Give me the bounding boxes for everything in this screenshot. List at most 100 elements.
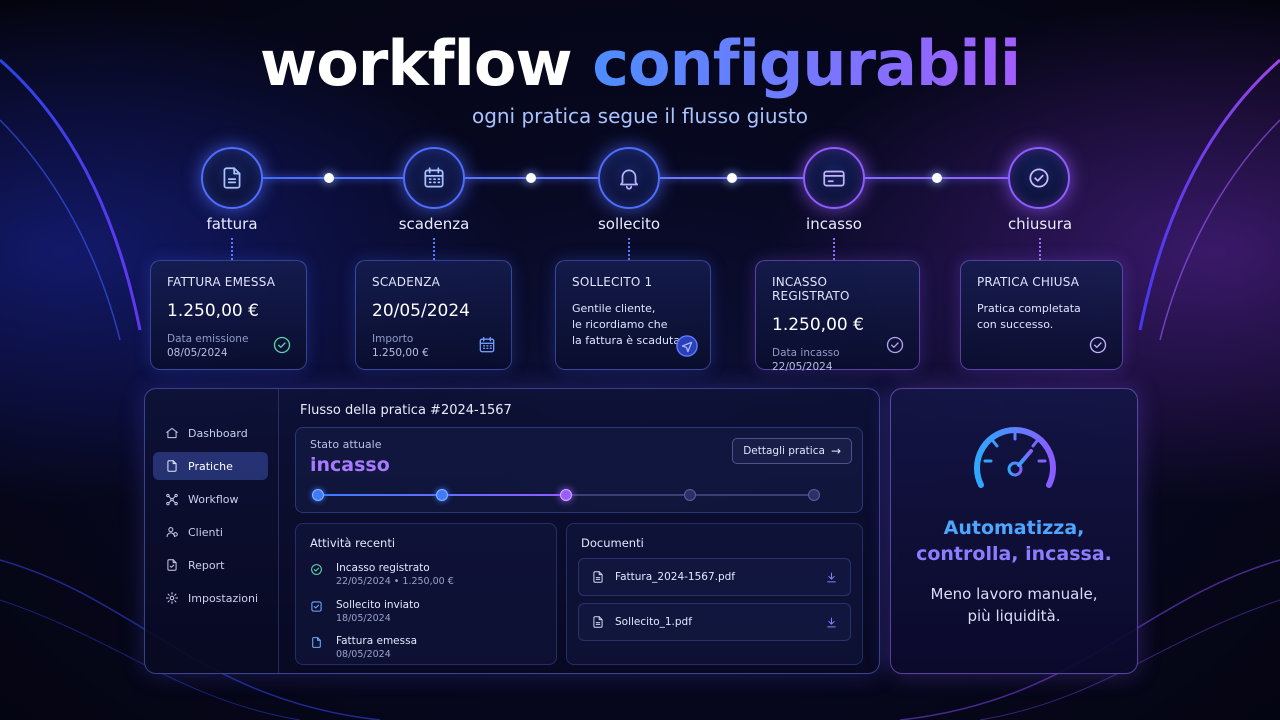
- calendar-icon: [424, 167, 444, 188]
- sidebar-item-workflow[interactable]: Workflow: [153, 485, 268, 513]
- step-label-incasso: incasso: [806, 215, 862, 233]
- sidebar-item-label: Dashboard: [188, 426, 248, 440]
- card-value: 1.250,00 €: [167, 301, 259, 321]
- step-sollecito[interactable]: [598, 147, 660, 209]
- check-circle-icon: [1029, 168, 1049, 188]
- timeline-dot: [526, 173, 536, 183]
- card-title: SCADENZA: [372, 275, 441, 289]
- workflow-panel: Dashboard Pratiche Workflow Clienti Repo…: [144, 388, 880, 674]
- promo-subtext-line1: Meno lavoro manuale,: [930, 585, 1098, 603]
- step-incasso[interactable]: [803, 147, 865, 209]
- check-square-icon: [311, 601, 322, 612]
- card-sub-value: 22/05/2024: [772, 361, 833, 373]
- sidebar-item-label: Pratiche: [188, 459, 233, 473]
- activity-item[interactable]: Incasso registrato 22/05/2024 • 1.250,00…: [310, 562, 550, 587]
- check-circle-icon: [273, 336, 291, 354]
- progress-step-dot: [436, 489, 448, 501]
- report-icon: [167, 559, 177, 571]
- calendar-icon: [479, 336, 495, 353]
- step-connector: [628, 238, 630, 260]
- sidebar-item-report[interactable]: Report: [153, 551, 268, 579]
- step-connector: [433, 238, 435, 260]
- check-circle-icon: [1089, 336, 1107, 354]
- card-scadenza[interactable]: SCADENZA 20/05/2024 Importo 1.250,00 €: [355, 260, 512, 370]
- card-sub-label: Data emissione: [167, 333, 249, 345]
- hero-title-part2: configurabili: [592, 27, 1021, 100]
- card-fattura-emessa[interactable]: FATTURA EMESSA 1.250,00 € Data emissione…: [150, 260, 307, 370]
- download-icon[interactable]: [825, 571, 838, 584]
- progress-step-dot: [560, 489, 572, 501]
- card-title: FATTURA EMESSA: [167, 275, 276, 289]
- activity-meta: 18/05/2024: [336, 613, 391, 624]
- sidebar-item-label: Impostazioni: [188, 591, 259, 605]
- recent-activity-box: Attività recenti Incasso registrato 22/0…: [295, 523, 557, 665]
- activity-name: Fattura emessa: [336, 635, 418, 647]
- card-sub-label: Data incasso: [772, 347, 840, 359]
- flow-title: Flusso della pratica #2024-1567: [300, 403, 512, 418]
- card-sub-label: Importo: [372, 333, 414, 345]
- step-connector: [231, 238, 233, 260]
- step-label-fattura: fattura: [206, 215, 258, 233]
- sidebar-item-clienti[interactable]: Clienti: [153, 518, 268, 546]
- step-scadenza[interactable]: [403, 147, 465, 209]
- document-row[interactable]: Fattura_2024-1567.pdf: [578, 558, 851, 596]
- activity-item[interactable]: Sollecito inviato 18/05/2024: [310, 599, 550, 624]
- progress-step-dot: [808, 489, 820, 501]
- activity-item[interactable]: Fattura emessa 08/05/2024: [310, 635, 550, 660]
- card-message-line: con successo.: [977, 318, 1054, 331]
- timeline-dot: [932, 173, 942, 183]
- activity-name: Incasso registrato: [336, 562, 430, 574]
- details-button-label: Dettagli pratica: [743, 445, 825, 457]
- promo-headline-line1: Automatizza,: [943, 517, 1085, 539]
- hero-title: workflow configurabili: [0, 28, 1280, 100]
- step-fattura[interactable]: [201, 147, 263, 209]
- speedometer-icon: [974, 427, 1056, 488]
- timeline-dot: [324, 173, 334, 183]
- gear-icon: [165, 591, 179, 605]
- documents-box: Documenti Fattura_2024-1567.pdf Sollecit…: [566, 523, 863, 665]
- sidebar: Dashboard Pratiche Workflow Clienti Repo…: [145, 389, 279, 673]
- document-icon: [312, 637, 321, 648]
- activity-meta: 08/05/2024: [336, 649, 391, 660]
- card-pratica-chiusa[interactable]: PRATICA CHIUSA Pratica completata con su…: [960, 260, 1123, 370]
- card-title: SOLLECITO 1: [572, 275, 653, 289]
- sidebar-item-impostazioni[interactable]: Impostazioni: [153, 584, 268, 612]
- check-circle-icon: [886, 336, 904, 354]
- card-title: PRATICA CHIUSA: [977, 275, 1080, 289]
- document-name: Sollecito_1.pdf: [615, 616, 692, 628]
- card-incasso-registrato[interactable]: INCASSO REGISTRATO 1.250,00 € Data incas…: [755, 260, 920, 373]
- step-chiusura[interactable]: [1008, 147, 1070, 209]
- state-value: incasso: [310, 454, 390, 476]
- details-button[interactable]: Dettagli pratica →: [732, 438, 852, 464]
- bell-icon: [620, 169, 638, 190]
- current-state-box: Stato attuale incasso Dettagli pratica →: [295, 427, 863, 513]
- document-name: Fattura_2024-1567.pdf: [615, 571, 735, 583]
- download-icon[interactable]: [825, 616, 838, 629]
- sidebar-item-label: Workflow: [188, 492, 239, 506]
- promo-headline: Automatizza, controlla, incassa.: [891, 515, 1137, 567]
- sidebar-item-label: Report: [188, 558, 225, 572]
- card-message: Pratica completata con successo.: [977, 301, 1106, 333]
- documents-title: Documenti: [581, 536, 644, 550]
- activity-meta: 22/05/2024 • 1.250,00 €: [336, 576, 454, 587]
- sidebar-item-dashboard[interactable]: Dashboard: [153, 419, 268, 447]
- card-value: 1.250,00 €: [772, 315, 864, 335]
- sidebar-item-pratiche[interactable]: Pratiche: [153, 452, 268, 480]
- document-icon: [223, 167, 241, 189]
- arrow-right-icon: →: [830, 444, 841, 458]
- document-row[interactable]: Sollecito_1.pdf: [578, 603, 851, 641]
- card-message: Gentile cliente, le ricordiamo che la fa…: [572, 301, 694, 349]
- activity-name: Sollecito inviato: [336, 599, 420, 611]
- progress-step-dot: [684, 489, 696, 501]
- card-message-line: Gentile cliente,: [572, 302, 656, 315]
- home-icon: [166, 427, 178, 439]
- card-sollecito[interactable]: SOLLECITO 1 Gentile cliente, le ricordia…: [555, 260, 711, 370]
- promo-headline-line2: controlla, incassa.: [916, 543, 1112, 565]
- step-connector: [1039, 238, 1041, 260]
- step-label-chiusura: chiusura: [1007, 215, 1073, 233]
- send-icon: [676, 335, 698, 357]
- promo-panel: Automatizza, controlla, incassa. Meno la…: [890, 388, 1138, 674]
- promo-subtext: Meno lavoro manuale, più liquidità.: [891, 583, 1137, 627]
- activity-title: Attività recenti: [310, 536, 396, 550]
- document-icon: [593, 571, 603, 583]
